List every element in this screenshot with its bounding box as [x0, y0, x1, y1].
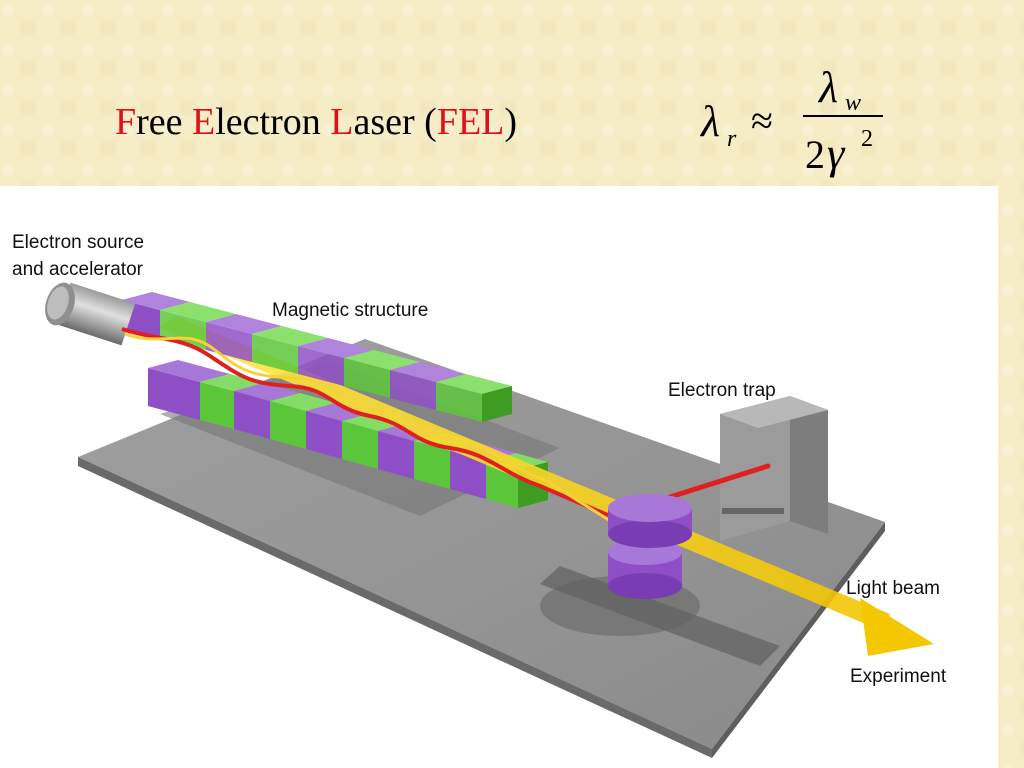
label-electron-trap: Electron trap [668, 380, 776, 401]
formula-relation: ≈ [751, 98, 773, 143]
upper-magnet-array [122, 292, 512, 422]
formula-lhs-subscript: r [727, 126, 737, 152]
slide-title: Free Electron Laser (FEL) [115, 100, 517, 144]
magnet-block [252, 334, 298, 374]
formula-numerator-subscript: w [845, 90, 861, 116]
magnet-block [148, 368, 200, 420]
magnet-block [390, 370, 436, 410]
label-experiment: Experiment [850, 666, 947, 687]
magnet-block [298, 338, 374, 358]
title-part: FEL [436, 101, 505, 143]
magnet-block [378, 431, 414, 479]
magnet-block [122, 292, 190, 310]
fel-diagram-panel: Electron source and accelerator Magnetic… [0, 186, 998, 768]
magnet-block [342, 421, 378, 469]
electron-trap [720, 396, 828, 541]
magnet-block [270, 401, 306, 449]
magnet-block [252, 326, 328, 346]
magnet-block [160, 302, 236, 322]
magnet-block [390, 362, 466, 382]
magnet-block [270, 393, 336, 411]
title-part: L [330, 101, 354, 143]
title-part: lectron [215, 101, 331, 143]
magnet-block [200, 374, 264, 391]
formula-numerator-symbol: λ [817, 63, 838, 112]
magnet-block [450, 451, 486, 499]
upper-mirror [608, 494, 692, 548]
magnet-block [148, 360, 230, 382]
title-part: ree [136, 101, 193, 143]
magnet-block [344, 358, 390, 398]
magnet-block [306, 411, 342, 459]
label-magnetic-structure: Magnetic structure [272, 300, 428, 321]
magnet-block [206, 314, 282, 334]
title-part: F [115, 101, 137, 143]
base-plate-edge [78, 457, 712, 758]
lower-mirror [608, 539, 682, 599]
label-light-beam: Light beam [846, 578, 940, 599]
emitted-radiation-wiggle [124, 332, 613, 524]
title-part: ) [504, 101, 518, 143]
electron-beam-wiggle [121, 327, 611, 518]
magnet-block [306, 403, 372, 421]
label-and-accelerator: and accelerator [12, 259, 144, 280]
magnet-block [344, 350, 420, 370]
resonance-formula: λ r ≈ λ w 2 γ 2 [699, 63, 883, 178]
title-part: E [192, 101, 216, 143]
fel-diagram: Electron source and accelerator Magnetic… [12, 232, 947, 758]
formula-denominator-symbol: γ [827, 129, 846, 178]
light-beam-arrowhead [860, 598, 934, 656]
magnet-block [200, 382, 234, 429]
magnet-block [234, 391, 270, 439]
magnet-block [234, 383, 300, 401]
label-electron-source: Electron source [12, 232, 144, 253]
magnet-block [436, 382, 482, 422]
formula-denominator-exponent: 2 [861, 126, 873, 152]
magnet-block [342, 413, 408, 431]
base-plate-side [712, 522, 885, 758]
magnet-block [414, 441, 450, 489]
magnet-block [436, 374, 512, 394]
magnet-block-end [482, 386, 512, 422]
electron-source [45, 282, 136, 346]
title-part: aser ( [353, 101, 437, 143]
plate-groove [540, 566, 780, 666]
formula-denominator-coefficient: 2 [805, 132, 825, 177]
formula-lhs-symbol: λ [699, 97, 720, 146]
magnet-block [298, 346, 344, 386]
